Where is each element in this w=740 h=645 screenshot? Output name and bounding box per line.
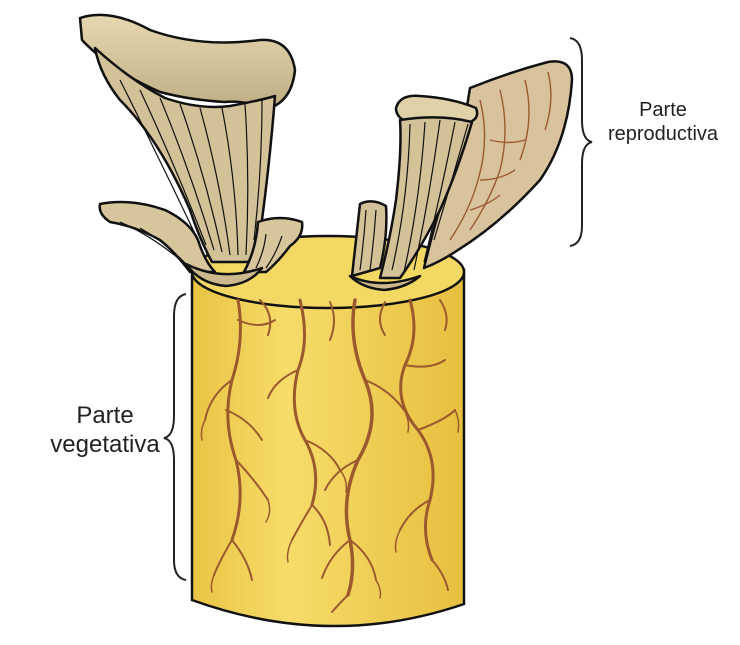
vegetative-part-label: Parte vegetativa: [40, 402, 170, 460]
reproductive-label-line2: reproductiva: [588, 122, 738, 146]
substrate-cylinder: [192, 236, 464, 626]
left-mushroom: [80, 15, 302, 286]
reproductive-part-label: Parte reproductiva: [588, 98, 738, 146]
right-mushroom: [350, 61, 572, 290]
reproductive-label-line1: Parte: [588, 98, 738, 122]
vegetative-label-line1: Parte: [40, 402, 170, 431]
vegetative-label-line2: vegetativa: [40, 431, 170, 460]
